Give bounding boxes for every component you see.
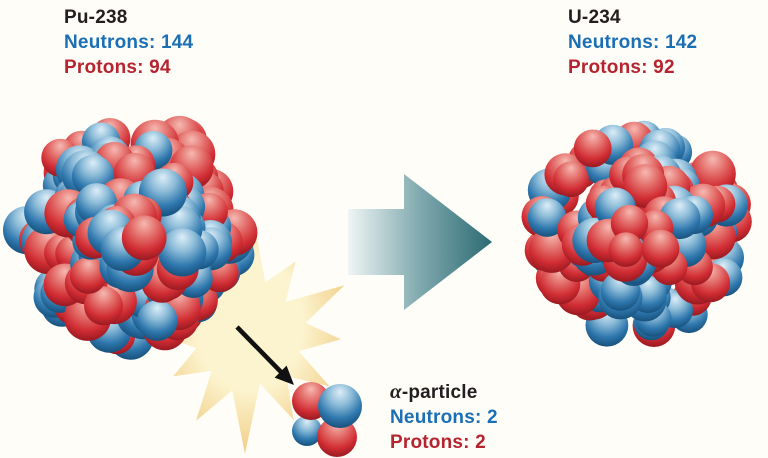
- starburst-icon: [154, 218, 345, 454]
- proton-sphere: [610, 204, 649, 243]
- neutron-sphere: [292, 416, 322, 446]
- proton-sphere: [69, 257, 107, 294]
- daughter-isotope-label: U-234 Neutrons: 142 Protons: 92: [568, 5, 697, 80]
- parent-isotope-label: Pu-238 Neutrons: 144 Protons: 94: [64, 5, 193, 80]
- neutron-sphere: [527, 198, 567, 237]
- parent-proton-count: Protons: 94: [64, 57, 171, 78]
- neutron-sphere: [158, 228, 207, 277]
- parent-isotope-name: Pu-238: [64, 7, 128, 28]
- alpha-neutron-count: Neutrons: 2: [390, 407, 498, 428]
- proton-sphere: [623, 164, 668, 209]
- alpha-symbol: α: [390, 379, 402, 403]
- reaction-arrow-icon: [348, 174, 492, 310]
- proton-sphere: [84, 286, 123, 326]
- neutron-sphere: [137, 300, 178, 341]
- alpha-name-suffix: -particle: [401, 382, 478, 403]
- parent-nucleus: [3, 115, 258, 360]
- proton-sphere: [317, 417, 357, 457]
- daughter-proton-count: Protons: 92: [568, 57, 675, 78]
- proton-sphere: [553, 161, 589, 198]
- proton-sphere: [608, 232, 644, 267]
- proton-sphere: [641, 229, 680, 268]
- proton-sphere: [121, 215, 167, 261]
- alpha-particle-name: α-particle: [390, 379, 498, 405]
- proton-sphere: [573, 129, 612, 168]
- alpha-particle-label: α-particle Neutrons: 2 Protons: 2: [390, 379, 498, 455]
- daughter-nucleus: [521, 120, 752, 348]
- daughter-isotope-name: U-234: [568, 7, 621, 28]
- alpha-proton-count: Protons: 2: [390, 432, 486, 453]
- neutron-sphere: [318, 384, 362, 428]
- ejection-arrow-icon: [235, 325, 294, 385]
- parent-neutron-count: Neutrons: 144: [64, 32, 194, 53]
- daughter-neutron-count: Neutrons: 142: [568, 32, 698, 53]
- alpha-particle-cluster: [292, 382, 362, 457]
